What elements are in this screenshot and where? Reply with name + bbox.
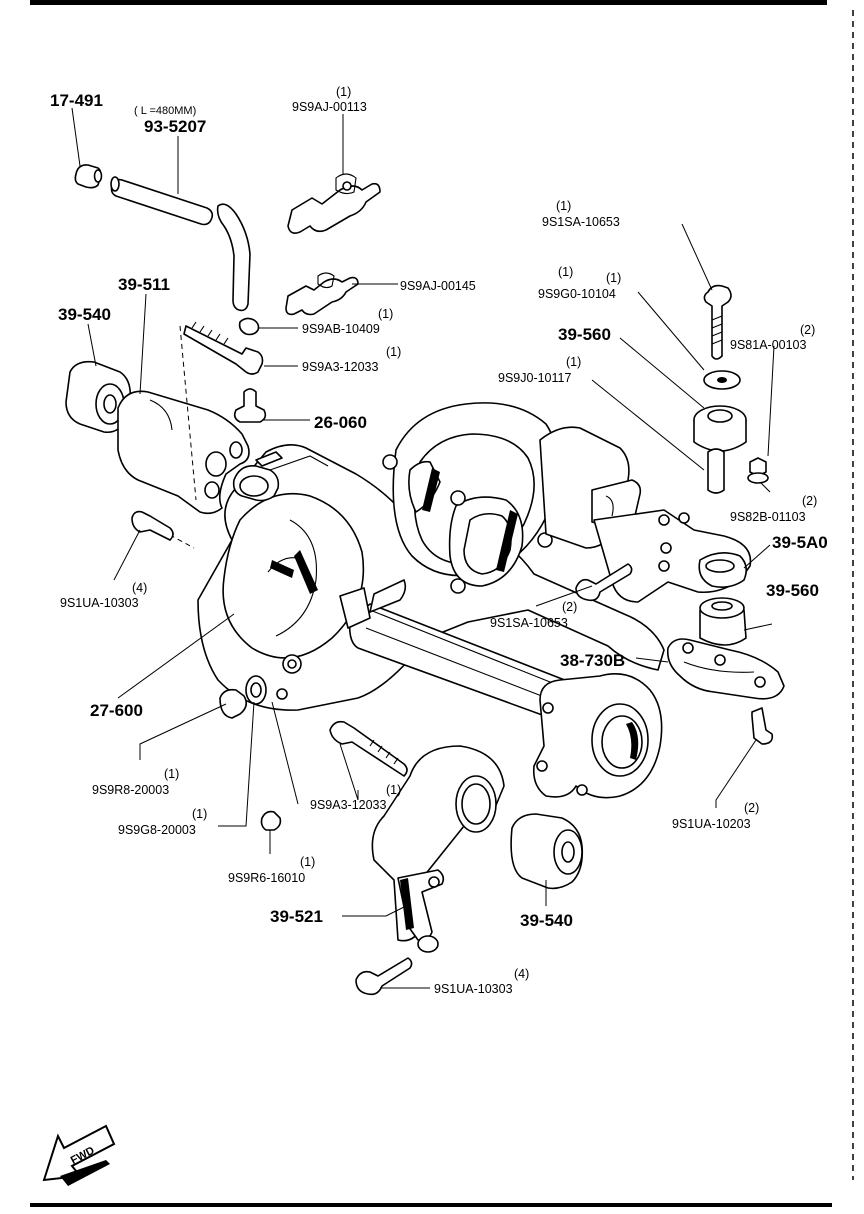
label-9S9J0-10117: 9S9J0-10117 [498,371,571,385]
label-39-560-lower: 39-560 [766,581,819,600]
label-9S82B-01103: 9S82B-01103 [730,510,806,524]
rear-mount-bracket [371,745,505,953]
mount-bushing-rear [510,813,584,890]
qty-9S9R6-16010: (1) [300,855,315,869]
assembly-line-left [179,325,197,501]
qty-9S9R8-20003: (1) [164,767,179,781]
label-9S1SA-10653-lower: 9S1SA-10653 [490,616,568,630]
crossmember-bolt [751,707,774,745]
upper-mount-bracket [593,509,752,603]
fwd-arrow-icon: FWD [42,1124,116,1186]
label-27-600: 27-600 [90,701,143,720]
qty-9S1SA-10653-upper: (1) [556,199,571,213]
label-9S1UA-10203: 9S1UA-10203 [672,817,751,831]
qty-9S9AJ-00113: (1) [336,85,351,99]
drain-plug-gasket [245,675,267,705]
lower-mount-rubber [699,597,747,646]
upper-mount-spacer [707,448,725,494]
label-9S9AB-10409: 9S9AB-10409 [302,322,380,336]
upper-mount-bolt [703,284,732,360]
qty-9S9A3-12033-upper: (1) [386,345,401,359]
label-9S9R6-16010: 9S9R6-16010 [228,871,305,885]
label-38-730B: 38-730B [560,651,625,670]
qty-9S9A3-12033-lower: (1) [386,783,401,797]
label-9S1UA-10303-lower: 9S1UA-10303 [434,982,513,996]
label-9S9A3-12033-upper: 9S9A3-12033 [302,360,379,374]
upper-mount-nut [749,457,767,477]
label-9S9AJ-00113: 9S9AJ-00113 [292,100,367,114]
label-9S9G0-10104: 9S9G0-10104 [538,287,616,301]
mount-bolt-left [131,510,174,541]
breather-hose [110,176,251,312]
label-39-540-lower: 39-540 [520,911,573,930]
label-9S81A-00103: 9S81A-00103 [730,338,807,352]
qty-9S9G8-20003: (1) [192,807,207,821]
label-39-511: 39-511 [118,275,170,294]
callout-labels: 17-491 ( L =480MM) 93-5207 (1) 9S9AJ-001… [50,85,828,996]
upper-mount-washer [703,370,741,390]
qty-9S1SA-10653-lower: (2) [562,600,577,614]
qty-9S9G0-10104: (1) [606,271,621,285]
bottom-border [30,1203,832,1207]
crossmember-bracket [666,638,785,700]
hose-clamp-lower [285,272,359,316]
label-9S1SA-10653-upper: 9S1SA-10653 [542,215,620,229]
upper-bracket-bolt [575,563,633,602]
qty-9S81A-00103: (2) [800,323,815,337]
leader-lines [71,107,775,989]
label-17-491: 17-491 [50,91,103,110]
rear-mount-lower-bolt [355,957,413,996]
label-93-5207-length: ( L =480MM) [134,105,196,117]
mount-bushing-left [65,360,132,434]
qty-9S9J0-10117: (1) [566,355,581,369]
label-39-560-upper: 39-560 [558,325,611,344]
label-9S1UA-10303-upper: 9S1UA-10303 [60,596,139,610]
label-93-5207: 93-5207 [144,117,206,136]
qty-9S1UA-10203: (2) [744,801,759,815]
label-9S9G8-20003: 9S9G8-20003 [118,823,196,837]
filler-plug [260,810,282,831]
label-9S9A3-12033-lower: 9S9A3-12033 [310,798,387,812]
label-26-060: 26-060 [314,413,367,432]
qty-9S9AB-10409: (1) [378,307,393,321]
qty-9S1UA-10303-upper: (4) [132,581,147,595]
top-border [30,0,827,5]
qty-9S82B-01103: (2) [802,494,817,508]
label-9S9R8-20003: 9S9R8-20003 [92,783,169,797]
rear-mount-bolt [329,720,408,777]
drain-plug [219,688,248,719]
qty-9S9AJ-00145: (1) [558,265,573,279]
hose-clip-small [238,317,260,336]
label-39-521: 39-521 [270,907,323,926]
label-9S9AJ-00145: 9S9AJ-00145 [400,279,476,293]
label-39-5A0: 39-5A0 [772,533,828,552]
hose-clamp-upper [287,173,381,234]
upper-mount-rubber [693,405,747,452]
front-mount-bracket [117,390,250,515]
breather-nipple [233,388,267,423]
qty-9S1UA-10303-lower: (4) [514,967,529,981]
carrier-boss-small [276,688,288,700]
breather-nipple-bolt [183,321,264,375]
breather-plug [74,164,103,189]
upper-mount-washer-small [747,472,769,484]
label-39-540-upper: 39-540 [58,305,111,324]
